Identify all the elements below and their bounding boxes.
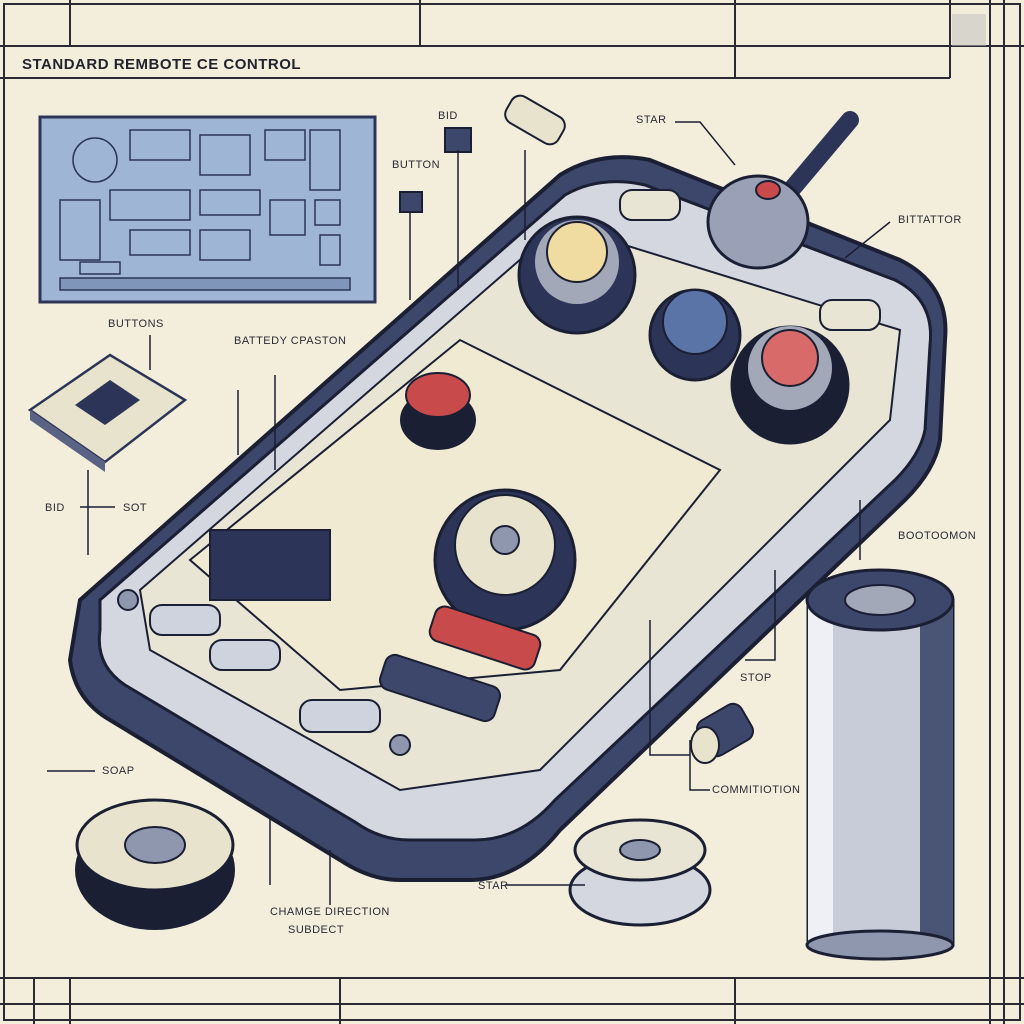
small-buttons <box>117 189 881 756</box>
small-block-top <box>444 127 472 153</box>
dial-knob <box>433 488 577 632</box>
label-soap: SOAP <box>102 765 135 777</box>
label-change-direction: CHAMGE DIRECTION <box>270 906 390 918</box>
label-battery-cpaston: BATTEDY CPASTON <box>234 335 347 347</box>
red-knob <box>400 372 476 450</box>
label-bid-top: BID <box>438 110 458 122</box>
label-star-bottom: STAR <box>478 880 509 892</box>
pcb-board <box>38 115 377 304</box>
small-cylinder <box>690 702 754 764</box>
battery-cylinder <box>805 568 955 961</box>
wheel <box>75 798 235 930</box>
chip-component <box>27 353 188 472</box>
small-part-top <box>504 94 566 146</box>
label-star-top: STAR <box>636 114 667 126</box>
yellow-button <box>517 215 637 335</box>
label-stop: STOP <box>740 672 772 684</box>
label-bid-left: BID <box>45 502 65 514</box>
label-sot: SOT <box>123 502 148 514</box>
leader-lines <box>47 121 891 905</box>
label-bootoomon: BOOTOOMON <box>898 530 977 542</box>
label-button: BUTTON <box>392 159 441 171</box>
diagram-title: STANDARD REMBOTE CE CONTROL <box>22 56 302 73</box>
label-bittattor: BITTATTOR <box>898 214 962 226</box>
label-commition: COMMITIOTION <box>712 784 801 796</box>
blue-button <box>648 288 742 382</box>
capacitors <box>209 529 542 723</box>
red-button <box>730 325 850 445</box>
gear <box>568 818 712 927</box>
label-buttons: BUTTONS <box>108 318 164 330</box>
small-block-button <box>399 191 423 213</box>
joystick <box>706 111 859 270</box>
label-subject: SUBDECT <box>288 924 345 936</box>
